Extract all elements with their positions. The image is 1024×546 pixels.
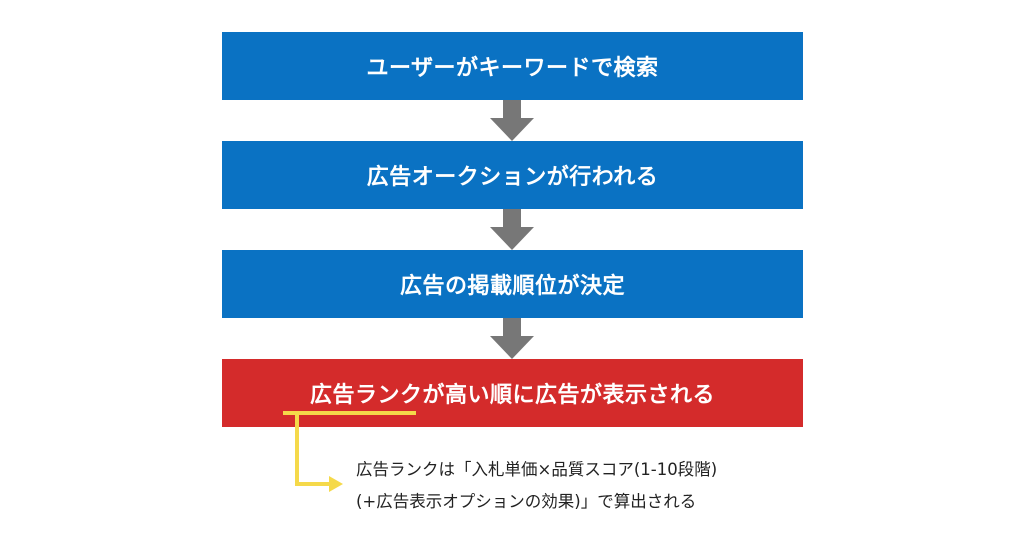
down-arrow-icon <box>490 318 534 359</box>
note-line-2: (+広告表示オプションの効果)」で算出される <box>356 492 697 511</box>
flow-step-label: 広告ランクが高い順に広告が表示される <box>309 383 715 408</box>
note-line-1: 広告ランクは「入札単価×品質スコア(1-10段階) <box>356 460 718 479</box>
flow-step-label: ユーザーがキーワードで検索 <box>366 56 659 81</box>
flow-step-ads-displayed: 広告ランクが高い順に広告が表示される <box>222 359 803 427</box>
flow-step-auction: 広告オークションが行われる <box>222 141 803 209</box>
flow-step-label: 広告オークションが行われる <box>366 165 659 190</box>
down-arrow-icon <box>490 100 534 141</box>
flow-step-rank-decided: 広告の掲載順位が決定 <box>222 250 803 318</box>
flow-step-label: 広告の掲載順位が決定 <box>399 274 625 299</box>
flow-step-search: ユーザーがキーワードで検索 <box>222 32 803 100</box>
highlight-underline <box>283 411 416 415</box>
ad-rank-note: 広告ランクは「入札単価×品質スコア(1-10段階) (+広告表示オプションの効果… <box>356 454 876 518</box>
down-arrow-icon <box>490 209 534 250</box>
